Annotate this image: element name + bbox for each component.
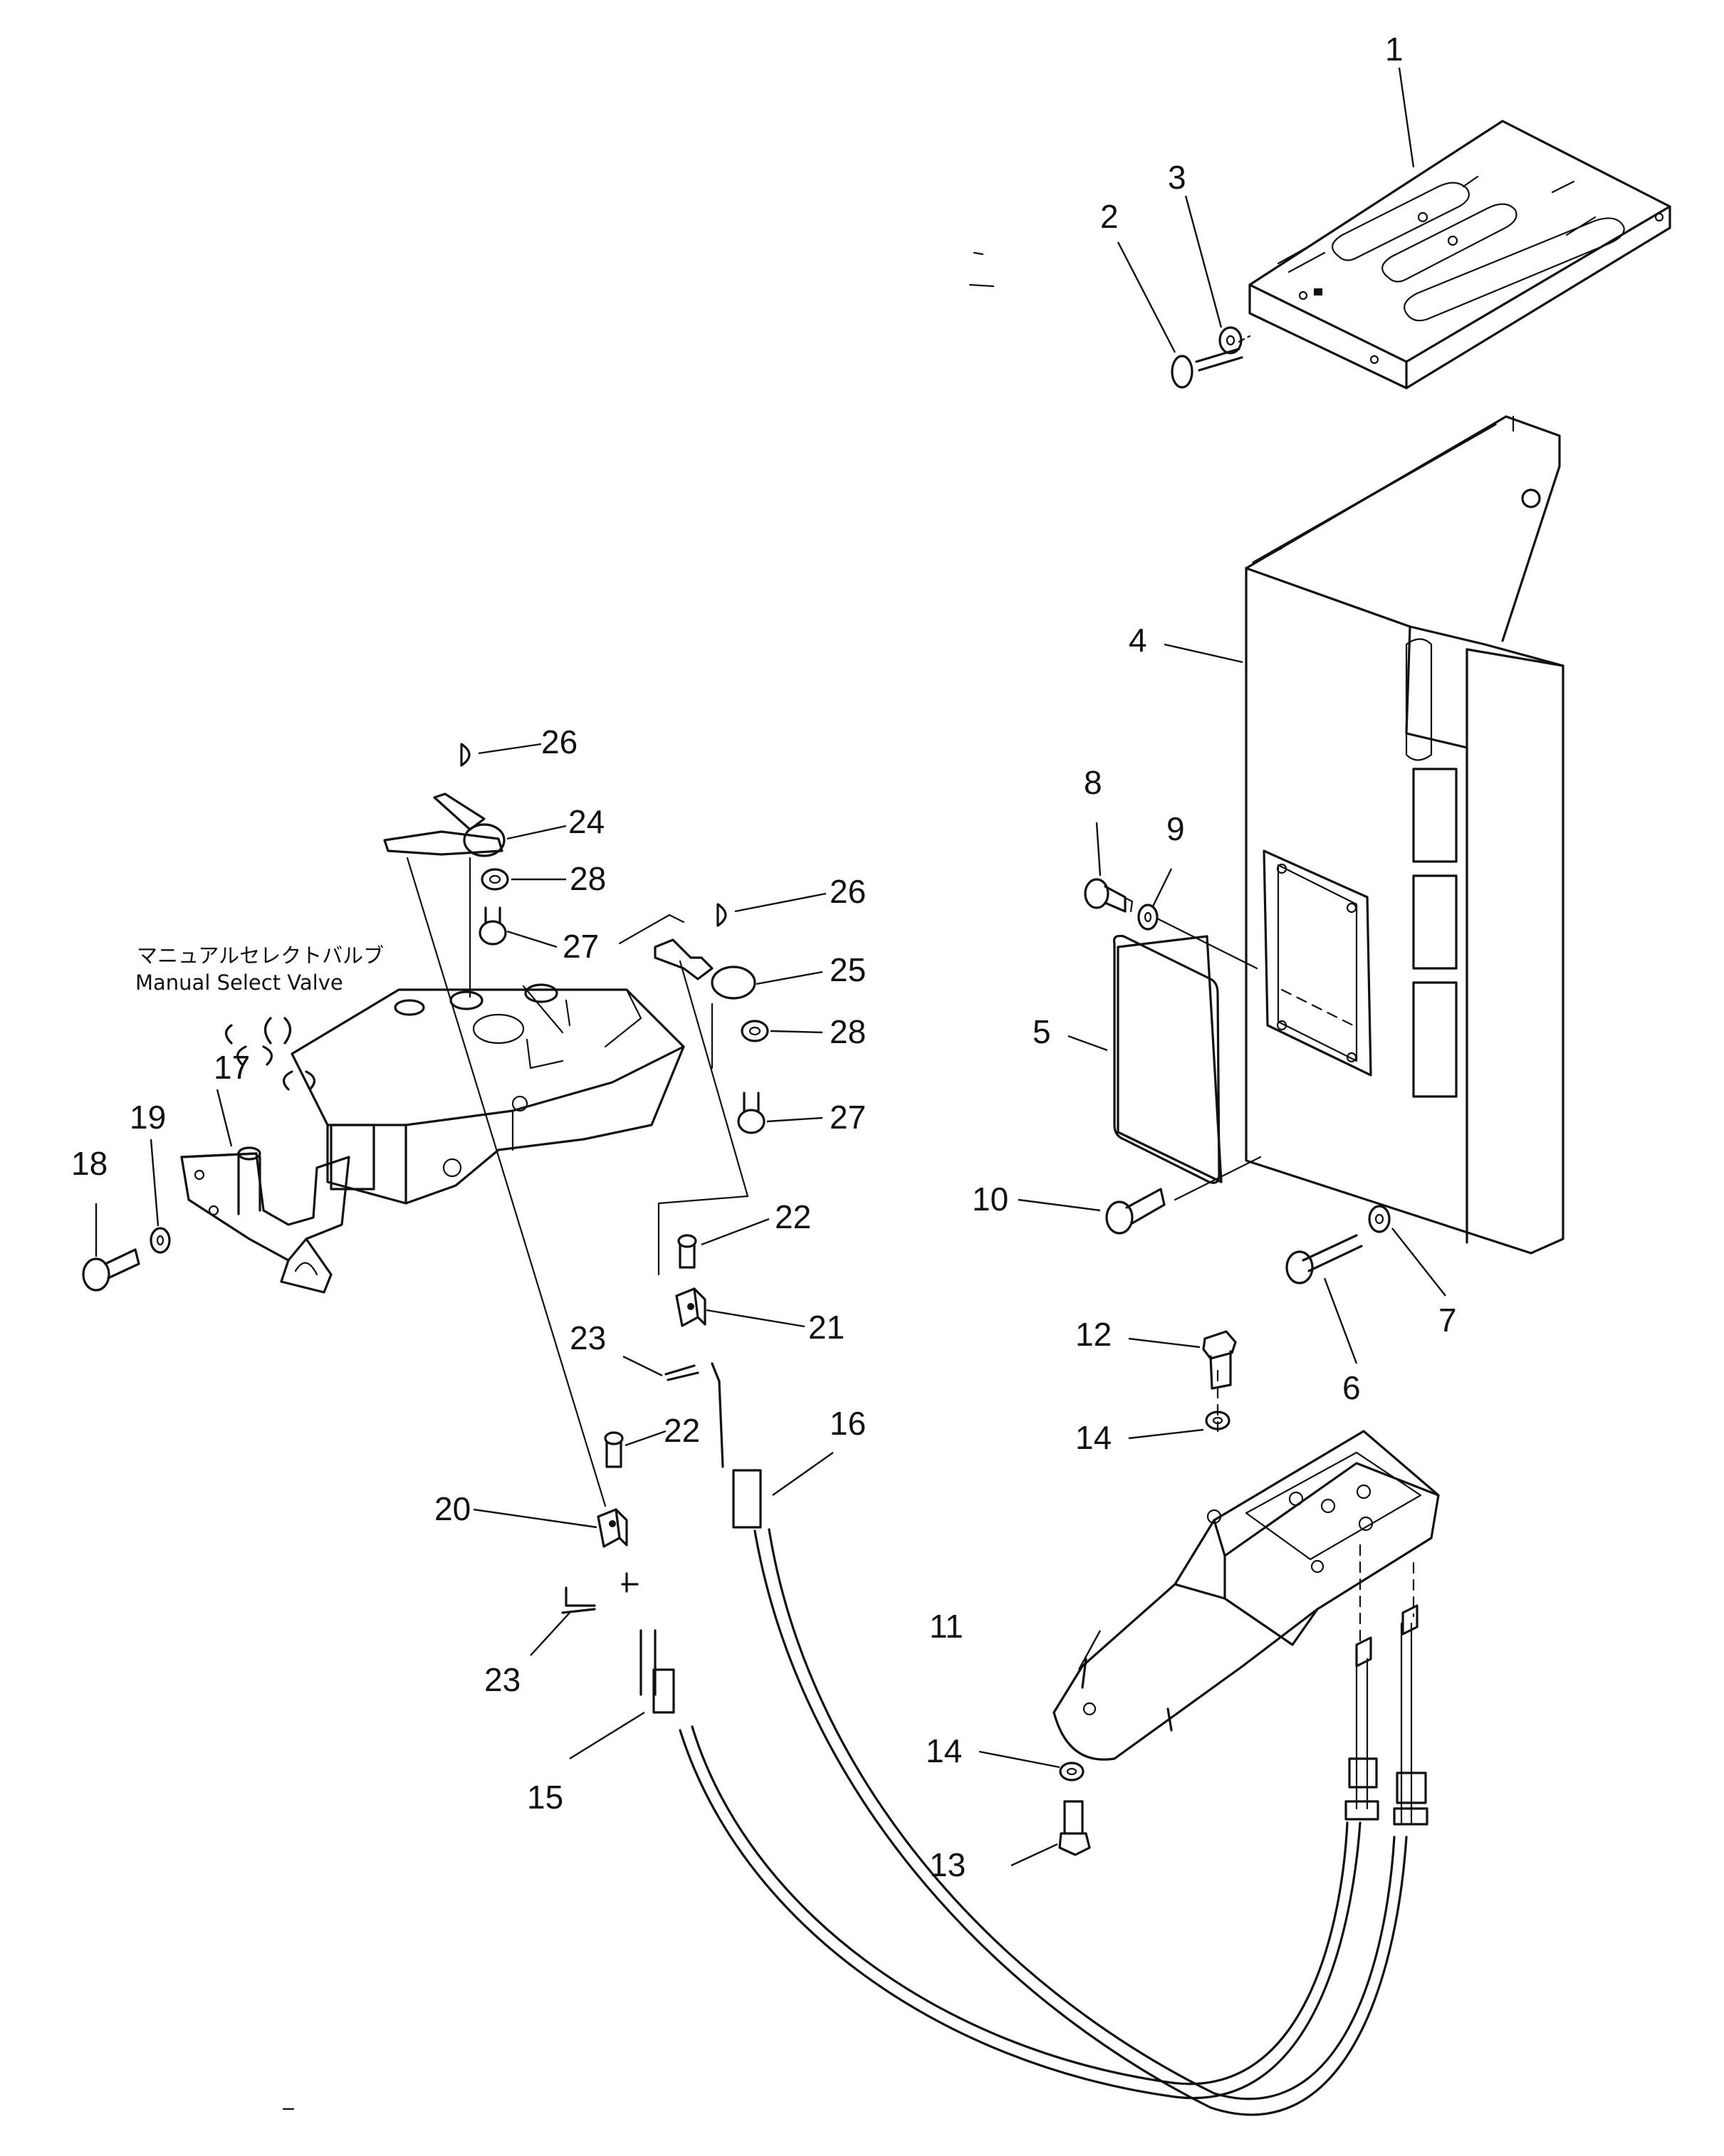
callout-16: 16 [830, 1405, 866, 1442]
lever-part-24 [383, 792, 506, 857]
callout-15: 15 [527, 1779, 563, 1816]
console-housing-part-4 [1245, 415, 1564, 1255]
callout-12: 12 [1075, 1316, 1112, 1353]
control-cable-part-15 [621, 1572, 1379, 2100]
cable-joint-part-21 [675, 1287, 706, 1327]
callout-26-lower: 26 [830, 873, 866, 910]
pin-part-22-lower [604, 1431, 624, 1468]
bolt-part-12 [1202, 1330, 1237, 1390]
callout-labels: 1 2 3 4 5 6 7 8 9 10 11 12 13 14 14 15 1… [71, 31, 1457, 1883]
callout-4: 4 [1129, 622, 1147, 659]
washer-part-3 [1218, 326, 1243, 355]
washer-part-28-lower [741, 1020, 769, 1042]
cable-routing-lines [406, 857, 749, 1507]
cotter-pin-part-23-lower [561, 1586, 596, 1614]
callout-28-upper: 28 [570, 860, 606, 897]
callout-2: 2 [1100, 198, 1119, 235]
lever-part-25 [654, 938, 756, 1000]
bolt-part-10 [1105, 1188, 1166, 1235]
bolt-part-27-lower [737, 1092, 766, 1134]
washer-part-9 [1137, 904, 1159, 931]
callout-17: 17 [214, 1049, 250, 1086]
leader-lines [95, 67, 1446, 1867]
callout-6: 6 [1342, 1369, 1361, 1406]
washer-part-28-upper [481, 868, 509, 891]
callout-1: 1 [1385, 31, 1404, 68]
callout-20: 20 [434, 1490, 471, 1527]
callout-22-lower: 22 [664, 1412, 700, 1449]
callout-13: 13 [929, 1846, 966, 1883]
callout-26-upper: 26 [541, 723, 578, 760]
cotter-pin-part-23-upper [664, 1364, 699, 1381]
callout-24: 24 [568, 803, 605, 840]
callout-7: 7 [1438, 1302, 1457, 1339]
washer-part-19 [150, 1227, 171, 1254]
callout-28-lower: 28 [830, 1013, 866, 1050]
washer-part-7 [1368, 1205, 1391, 1233]
scan-specks [282, 251, 995, 2110]
assembly-guide-lines [1156, 335, 1415, 1646]
callout-10: 10 [972, 1181, 1008, 1218]
manual-select-valve [224, 983, 685, 1205]
callout-25: 25 [830, 951, 866, 988]
caption-english: Manual Select Valve [135, 970, 343, 995]
callout-23-upper: 23 [570, 1319, 606, 1356]
callout-14-lower: 14 [926, 1732, 962, 1769]
valve-bracket-part-17 [180, 1146, 350, 1294]
callout-27-upper: 27 [563, 928, 599, 965]
cable-joint-part-20 [597, 1508, 628, 1548]
shift-plate-part-1 [1248, 120, 1671, 389]
screw-part-2 [1171, 347, 1243, 389]
bolt-part-8 [1084, 878, 1134, 913]
callout-27-lower: 27 [830, 1099, 866, 1136]
callout-3: 3 [1168, 159, 1186, 196]
callout-9: 9 [1166, 810, 1185, 847]
callout-19: 19 [130, 1099, 166, 1136]
bolt-part-18 [82, 1248, 140, 1292]
callout-14-upper: 14 [1075, 1419, 1112, 1456]
callout-22-upper: 22 [775, 1198, 811, 1235]
pin-part-26-lower [716, 903, 727, 927]
bolt-part-6 [1285, 1234, 1363, 1284]
cover-plate-part-5 [1112, 934, 1223, 1184]
callout-23-lower: 23 [484, 1661, 521, 1698]
pin-part-26-upper [460, 743, 471, 767]
manual-select-valve-caption: マニュアルセレクトバルブ Manual Select Valve [135, 943, 384, 995]
caption-japanese: マニュアルセレクトバルブ [137, 943, 384, 968]
bolt-part-27-upper [479, 906, 507, 946]
control-cable-part-16 [711, 1362, 1428, 2116]
pin-part-22-upper [677, 1234, 697, 1269]
callout-8: 8 [1084, 764, 1102, 801]
callout-5: 5 [1033, 1013, 1051, 1050]
callout-21: 21 [808, 1309, 845, 1346]
callout-18: 18 [71, 1145, 108, 1182]
washer-part-14-lower [1059, 1762, 1085, 1781]
callout-11: 11 [929, 1608, 963, 1645]
bolt-part-13 [1058, 1800, 1091, 1856]
cable-bracket-part-11 [1052, 1430, 1440, 1761]
